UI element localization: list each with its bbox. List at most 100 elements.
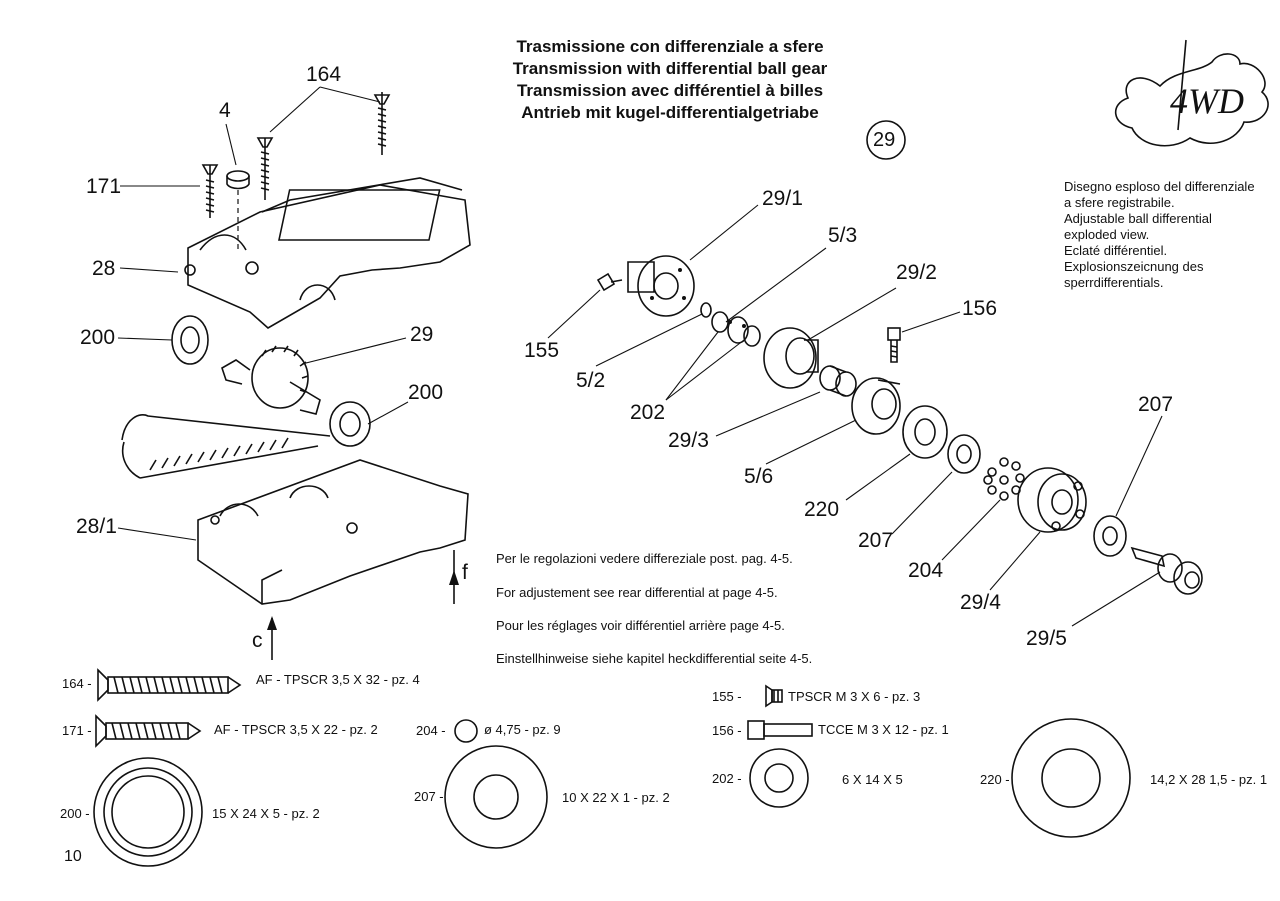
callout-29-5: 29/5	[1026, 627, 1067, 650]
callout-5-6: 5/6	[744, 465, 774, 488]
title-german: Antrieb mit kugel-differentialgetriabe	[521, 103, 819, 122]
upper-housing	[184, 177, 471, 329]
long-screw-icon	[97, 668, 242, 702]
callout-f: f	[462, 561, 468, 584]
badge-number: 29	[873, 129, 896, 151]
part-number-155: 155 -	[712, 689, 742, 704]
part-spec-220: 14,2 X 28 1,5 - pz. 1	[1150, 772, 1268, 787]
callout-28: 28	[92, 257, 116, 280]
diff-assembly-29	[221, 345, 321, 415]
part-spec-155: TPSCR M 3 X 6 - pz. 3	[788, 689, 921, 704]
note-german: Einstellhinweise siehe kapitel heckdiffe…	[496, 651, 813, 666]
washer-207-a	[947, 434, 981, 474]
screw-155	[596, 272, 623, 292]
bearing-200-left	[171, 315, 209, 365]
part-29-2-gear-hub	[763, 327, 819, 389]
callout-164: 164	[306, 63, 342, 86]
part-number-164: 164 -	[62, 676, 92, 691]
toothed-belt	[121, 414, 331, 479]
washer-icon	[444, 745, 548, 849]
note-english: For adjustement see rear differential at…	[496, 585, 778, 600]
callout-5-2: 5/2	[576, 369, 606, 392]
part-29-3-sleeve	[819, 365, 857, 397]
ring-icon	[749, 748, 809, 808]
callout-28-1: 28/1	[76, 515, 117, 538]
callout-200-right: 200	[408, 381, 444, 404]
part-5-2-ring	[700, 302, 712, 318]
description-line: Eclaté différentiel.	[1064, 243, 1168, 258]
washer-207-b	[1093, 515, 1127, 557]
arrow-c	[267, 616, 277, 660]
ball-icon	[454, 719, 478, 743]
part-number-156: 156 -	[712, 723, 742, 738]
note-french: Pour les réglages voir différentiel arri…	[496, 618, 785, 633]
description-line: Disegno esploso del differenziale	[1064, 179, 1255, 194]
title-english: Transmission with differential ball gear	[512, 59, 828, 78]
arrow-f	[449, 550, 459, 604]
part-number-202: 202 -	[712, 771, 742, 786]
part-number-204: 204 -	[416, 723, 446, 738]
lower-housing	[197, 459, 469, 605]
description-line: Adjustable ball differential	[1064, 211, 1212, 226]
description-line: sperrdifferentials.	[1064, 275, 1164, 290]
pin-4	[226, 170, 250, 250]
callout-29-4: 29/4	[960, 591, 1001, 614]
callout-5-3: 5/3	[828, 224, 858, 247]
part-202-rings	[711, 311, 761, 347]
callout-c: c	[252, 629, 263, 652]
callout-204: 204	[908, 559, 944, 582]
part-number-220: 220 -	[980, 772, 1010, 787]
title-block: Trasmissione con differenziale a sfere T…	[470, 36, 870, 124]
callout-29-2: 29/2	[896, 261, 937, 284]
callout-220: 220	[804, 498, 840, 521]
part-29-4-pulley	[1017, 467, 1087, 533]
screw-164-a	[373, 92, 391, 155]
bearing-icon	[93, 757, 203, 867]
short-screw-icon	[95, 714, 202, 748]
description-line: a sfere registrabile.	[1064, 195, 1175, 210]
page-number: 10	[64, 848, 82, 865]
description: Disegno esploso del differenziale a sfer…	[1064, 179, 1255, 291]
bearing-200-right	[329, 401, 371, 447]
callout-200-left: 200	[80, 326, 116, 349]
title-italian: Trasmissione con differenziale a sfere	[516, 37, 824, 56]
title-french: Transmission avec différentiel à billes	[516, 81, 824, 100]
part-29-5-outdrive	[1130, 546, 1203, 595]
part-spec-164: AF - TPSCR 3,5 X 32 - pz. 4	[256, 672, 420, 687]
callout-4: 4	[219, 99, 231, 122]
part-number-171: 171 -	[62, 723, 92, 738]
part-spec-202: 6 X 14 X 5	[842, 772, 903, 787]
callout-29-3: 29/3	[668, 429, 709, 452]
note-italian: Per le regolazioni vedere differeziale p…	[496, 551, 793, 566]
part-spec-171: AF - TPSCR 3,5 X 22 - pz. 2	[214, 722, 378, 737]
part-spec-207: 10 X 22 X 1 - pz. 2	[562, 790, 670, 805]
screw-171	[201, 164, 219, 218]
logo-text: 4WD	[1170, 81, 1244, 121]
balls-204	[983, 457, 1025, 501]
callout-202: 202	[630, 401, 666, 424]
large-washer-icon	[1011, 718, 1131, 838]
callout-156: 156	[962, 297, 998, 320]
description-line: Explosionszeicnung des	[1064, 259, 1204, 274]
cap-screw-icon	[747, 720, 813, 740]
callout-207-b: 207	[1138, 393, 1174, 416]
part-spec-204: ø 4,75 - pz. 9	[484, 722, 561, 737]
part-5-6-nut	[851, 377, 901, 435]
leader-lines	[117, 86, 1163, 627]
screw-164-b	[256, 137, 274, 200]
description-line: exploded view.	[1064, 227, 1150, 242]
part-spec-156: TCCE M 3 X 12 - pz. 1	[818, 722, 949, 737]
flat-screw-icon	[765, 684, 783, 708]
part-number-207: 207 -	[414, 789, 444, 804]
callout-29-1: 29/1	[762, 187, 803, 210]
callout-171: 171	[86, 175, 122, 198]
part-29-1-hub	[627, 255, 695, 317]
callout-155: 155	[524, 339, 560, 362]
callout-207-a: 207	[858, 529, 894, 552]
part-spec-200: 15 X 24 X 5 - pz. 2	[212, 806, 320, 821]
washer-220	[902, 405, 948, 459]
callout-29: 29	[410, 323, 434, 346]
4wd-logo: 4WD	[1114, 39, 1269, 147]
part-number-200: 200 -	[60, 806, 90, 821]
